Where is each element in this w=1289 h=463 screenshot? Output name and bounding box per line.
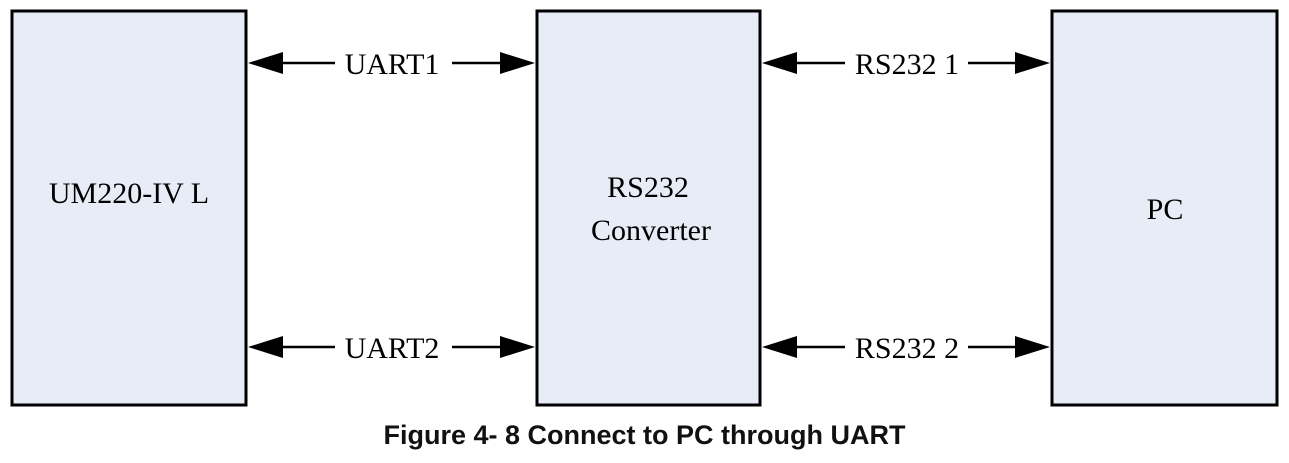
pc-block [1050, 9, 1279, 407]
arrowhead-right-icon [1015, 336, 1050, 358]
arrowhead-left-icon [248, 336, 283, 358]
rs232-1-label: RS232 1 [855, 48, 959, 81]
rs232-2-connection: RS232 2 [762, 332, 1050, 365]
um220-label: UM220-IV L [49, 177, 209, 210]
uart2-connection: UART2 [248, 332, 535, 365]
rs232-1-connection: RS232 1 [762, 48, 1050, 81]
uart1-label: UART1 [345, 48, 440, 81]
converter-label-line1: RS232 [607, 171, 689, 204]
arrowhead-right-icon [500, 336, 535, 358]
uart1-connection: UART1 [248, 48, 535, 81]
arrowhead-left-icon [762, 52, 797, 74]
arrowhead-right-icon [1015, 52, 1050, 74]
converter-label-line2: Converter [591, 214, 711, 247]
figure-caption: Figure 4- 8 Connect to PC through UART [383, 420, 906, 450]
um220-block [10, 9, 248, 407]
rs232-2-label: RS232 2 [855, 332, 959, 365]
arrowhead-right-icon [500, 52, 535, 74]
arrowhead-left-icon [762, 336, 797, 358]
arrowhead-left-icon [248, 52, 283, 74]
uart2-label: UART2 [345, 332, 440, 365]
converter-block [535, 9, 762, 407]
pc-label: PC [1147, 193, 1184, 226]
